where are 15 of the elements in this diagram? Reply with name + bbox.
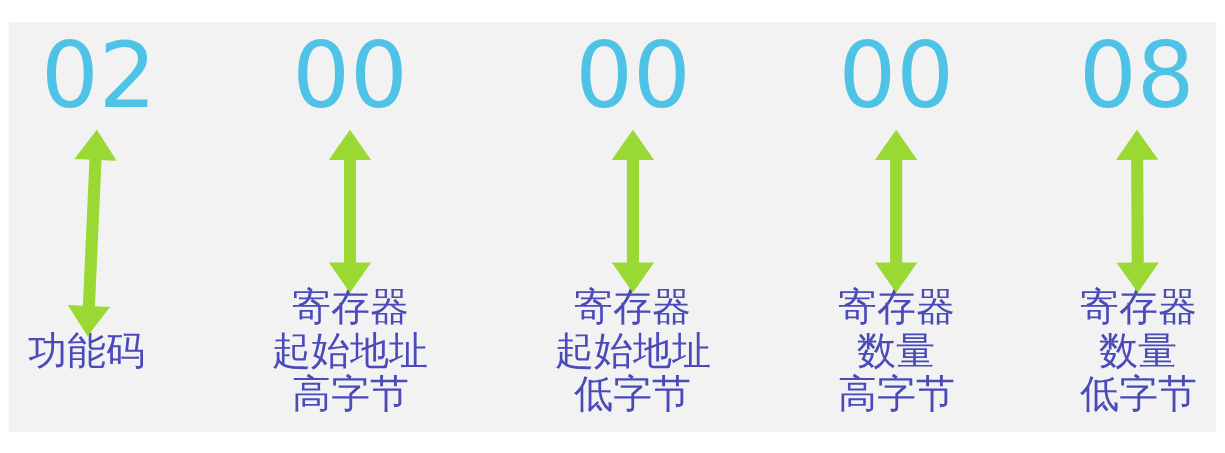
arrow (67, 129, 117, 336)
arrow (328, 129, 372, 293)
node-text: 02 (41, 22, 157, 128)
node-text: 00 (292, 22, 408, 128)
arrow (875, 129, 918, 293)
node-text: 功能码 (28, 326, 146, 373)
arrow (1116, 129, 1159, 293)
node-text: 00 (838, 22, 954, 128)
node-text: 寄存器 起始地址 低字节 (554, 282, 711, 416)
node-text: 00 (575, 22, 691, 128)
node-text: 寄存器 数量 低字节 (1079, 282, 1197, 416)
node-text: 寄存器 起始地址 高字节 (272, 282, 429, 416)
arrow (611, 129, 655, 293)
node-text: 08 (1078, 22, 1195, 128)
node-text: 寄存器 数量 高字节 (837, 282, 955, 416)
